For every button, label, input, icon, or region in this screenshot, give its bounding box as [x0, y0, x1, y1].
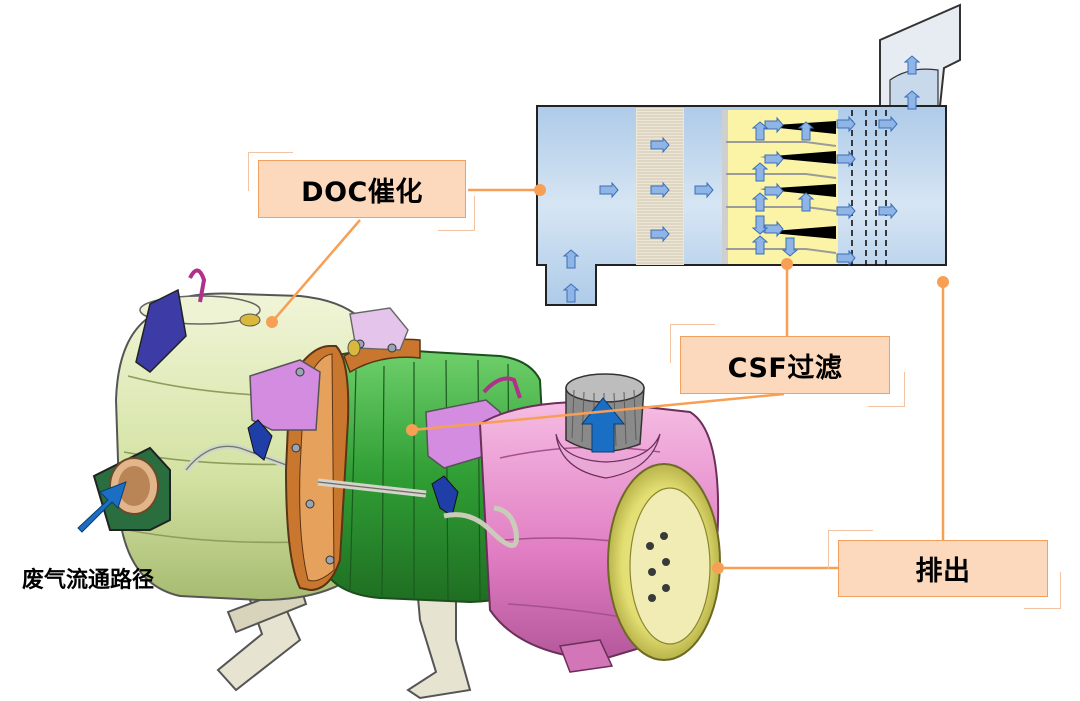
exhaust-inlet-arrow-icon: [77, 481, 127, 533]
cross-section: [536, 3, 961, 306]
outlet-housing: [443, 373, 721, 673]
doc-catalyst-label: DOC催化: [258, 160, 466, 218]
callout-corner: [868, 372, 905, 407]
doc-substrate: [636, 108, 684, 265]
leader-lines: [266, 184, 949, 574]
csf-filter-label: CSF过滤: [680, 336, 890, 394]
callout-corner: [670, 324, 715, 363]
outlet-label: 排出: [838, 540, 1048, 597]
csf-housing: [247, 307, 552, 604]
exhaust-path-label: 废气流通路径: [21, 568, 154, 593]
callout-corner: [248, 152, 293, 191]
csf-filter: [722, 110, 838, 264]
dpf-assembly: [77, 268, 721, 700]
callout-corner: [1024, 572, 1061, 609]
callout-corner: [828, 530, 873, 569]
callout-corner: [438, 196, 475, 231]
